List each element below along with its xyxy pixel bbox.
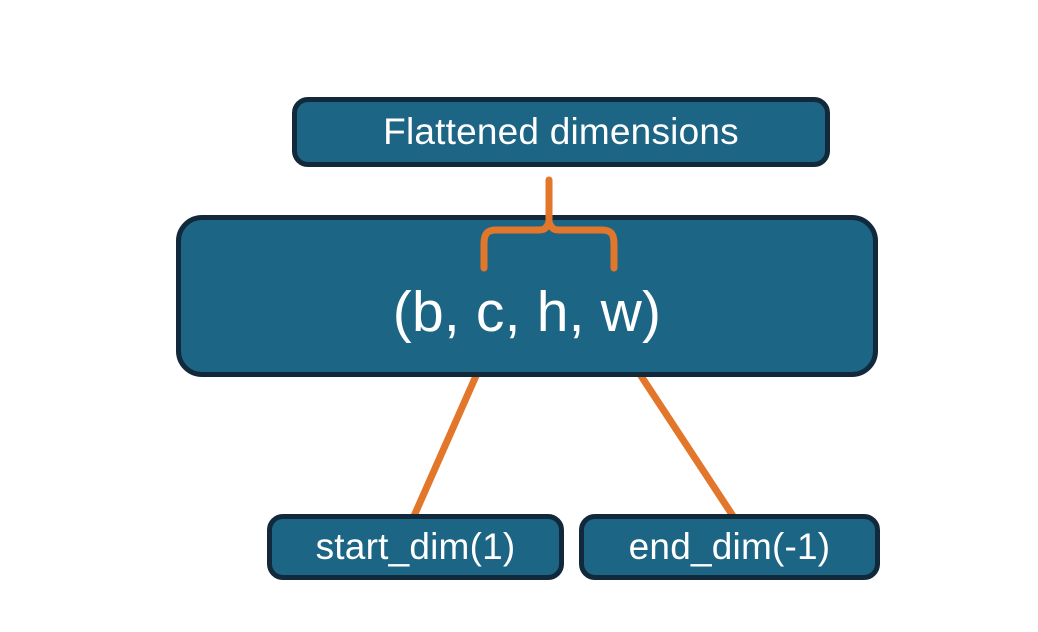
flattened-dimensions-label: Flattened dimensions (383, 111, 739, 152)
end-dim-arrow-shaft (622, 349, 737, 520)
start-dim-box[interactable]: start_dim(1) (267, 514, 564, 580)
flattened-dimensions-box[interactable]: Flattened dimensions (292, 97, 830, 167)
tensor-shape-box[interactable]: (b, c, h, w) (176, 215, 878, 377)
end-dim-box[interactable]: end_dim(-1) (579, 514, 880, 580)
start-dim-label: start_dim(1) (315, 526, 516, 567)
end-dim-label: end_dim(-1) (628, 526, 831, 567)
tensor-shape-label: (b, c, h, w) (392, 280, 662, 344)
